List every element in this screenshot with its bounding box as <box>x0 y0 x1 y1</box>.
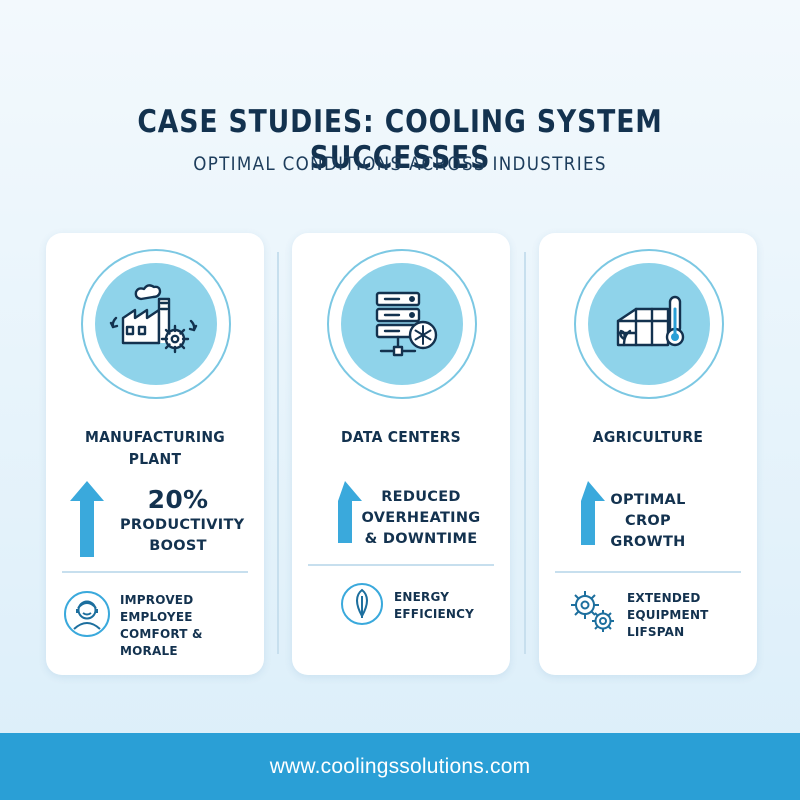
up-arrow-icon <box>581 481 605 545</box>
website-link[interactable]: www.coolingssolutions.com <box>269 755 531 778</box>
case-study-card-data-centers: DATA CENTERS REDUCED OVERHEATING & DOWNT… <box>292 233 510 675</box>
card-title: MANUFACTURING PLANT <box>84 428 226 468</box>
gears-icon <box>571 591 614 632</box>
server-snowflake-icon <box>341 263 463 385</box>
column-divider <box>277 252 279 654</box>
case-study-card-agriculture: AGRICULTURE OPTIMAL CROP GROWTH EXTENDED… <box>539 233 757 675</box>
card-divider <box>308 564 494 566</box>
footer-benefit-text: IMPROVED EMPLOYEE COMFORT & MORALE <box>120 593 203 658</box>
footer-benefit-text: ENERGY EFFICIENCY <box>394 590 475 621</box>
stat-value: 20% <box>147 485 209 514</box>
card-title: DATA CENTERS <box>341 428 461 446</box>
icon-badge <box>327 249 477 399</box>
page-title: CASE STUDIES: COOLING SYSTEM SUCCESSES <box>137 104 663 176</box>
factory-gear-icon <box>95 263 217 385</box>
footer-bar: www.coolingssolutions.com <box>0 733 800 800</box>
stat-text: PRODUCTIVITY BOOST <box>120 517 245 554</box>
stat-text: REDUCED OVERHEATING & DOWNTIME <box>361 489 481 547</box>
card-divider <box>555 571 741 573</box>
up-arrow-icon <box>70 481 104 557</box>
icon-badge <box>574 249 724 399</box>
employee-avatar-icon <box>64 591 110 637</box>
greenhouse-thermometer-icon <box>588 263 710 385</box>
leaf-icon <box>341 583 383 625</box>
footer-benefit-text: EXTENDED EQUIPMENT LIFSPAN <box>627 591 709 639</box>
icon-badge <box>81 249 231 399</box>
stat-text: OPTIMAL CROP GROWTH <box>610 492 686 550</box>
card-title: AGRICULTURE <box>592 428 704 446</box>
case-study-card-manufacturing: MANUFACTURING PLANT 20% PRODUCTIVITY BOO… <box>46 233 264 675</box>
page-subtitle: OPTIMAL CONDITIONS ACROSS INDUSTRIES <box>193 153 607 175</box>
stat-block: 20% PRODUCTIVITY BOOST <box>108 485 248 557</box>
column-divider <box>524 252 526 654</box>
card-divider <box>62 571 248 573</box>
up-arrow-icon <box>338 481 362 543</box>
